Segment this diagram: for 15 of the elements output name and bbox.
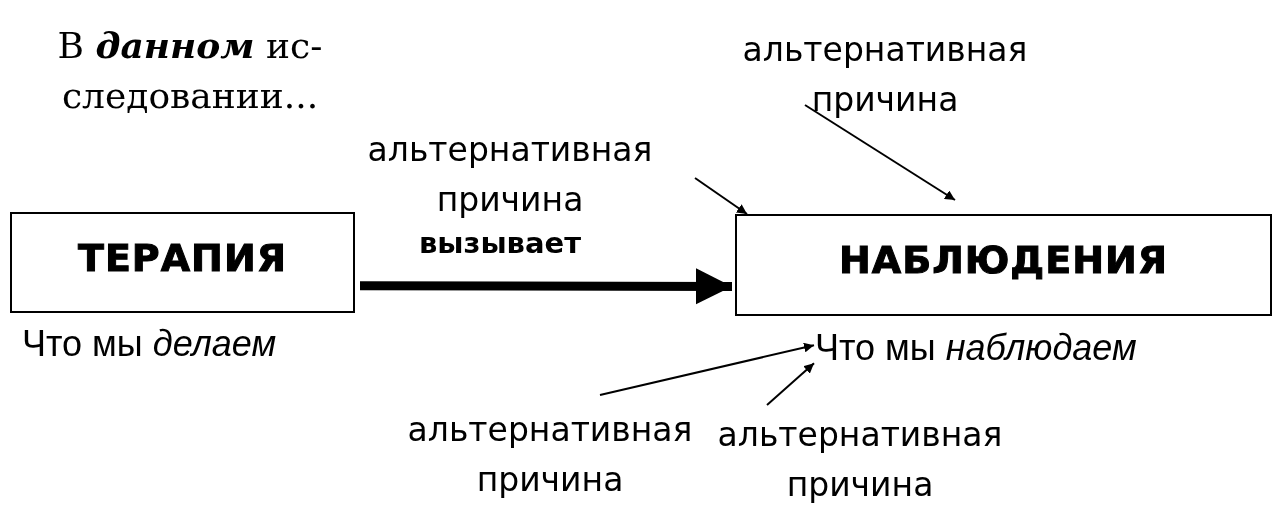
- caption-text: Что мы наблюдаем: [815, 326, 1137, 369]
- box-title: ТЕРАПИЯ: [78, 236, 287, 280]
- intro-note: В данном ис- следовании...: [56, 23, 324, 118]
- cause-text: альтернативная причина: [716, 414, 1004, 506]
- arrow: [599, 342, 815, 396]
- arrow: [694, 177, 748, 215]
- cause-text: альтернативная причина: [366, 129, 654, 221]
- cause-text: альтернативная причина: [406, 409, 694, 501]
- arrow: [766, 362, 815, 406]
- box-title: НАБЛЮДЕНИЯ: [839, 238, 1168, 282]
- process-box: [735, 214, 1272, 316]
- arrow: [804, 104, 956, 201]
- caption-text: Что мы делаем: [22, 323, 277, 365]
- cause-text: альтернативная причина: [741, 29, 1029, 121]
- arrow: [360, 268, 732, 305]
